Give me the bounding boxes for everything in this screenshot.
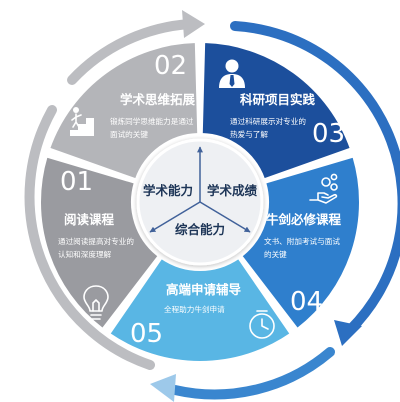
lightbulb-icon: [83, 285, 109, 320]
segment-description-line: 的关键: [264, 249, 287, 259]
segment-title: 牛剑必修课程: [266, 212, 342, 227]
segment-number: 04: [290, 287, 323, 317]
outer-ring-top-left-arc: [67, 19, 195, 85]
clock-icon: [249, 310, 275, 339]
center-label-academic-ability: 学术能力: [143, 183, 193, 198]
segment-number: 01: [60, 167, 93, 197]
segment-description-line: 面试的关键: [110, 129, 148, 139]
center-label-academic-grades: 学术成绩: [207, 183, 258, 198]
outer-ring-arrowhead-right: [334, 320, 362, 346]
segment-description-line: 锻炼同学思维能力是通过: [110, 116, 194, 126]
professional-person-icon: [219, 59, 245, 88]
segment-title: 阅读课程: [64, 212, 115, 227]
outer-ring-left-arc: [24, 105, 155, 370]
hand-gears-icon: [309, 173, 338, 204]
center-arrow-right: [199, 201, 251, 233]
segment-title: 科研项目实践: [240, 92, 316, 107]
segment-description-line: 认知和深度理解: [58, 249, 112, 259]
growth-stairs-icon: [70, 107, 94, 136]
segment-02-wedge: [47, 41, 200, 181]
segment-description-line: 通过阅读提高对专业的: [58, 236, 134, 246]
outer-ring-arrowhead-top: [182, 10, 205, 38]
segment-05-wedge: [107, 256, 293, 363]
outer-ring-right-arc: [230, 21, 400, 335]
segment-description-line: 全程助力牛剑申请: [164, 304, 225, 314]
segment-title: 学术思维拓展: [120, 92, 196, 107]
segment-description-line: 文书、附加考试与面试: [264, 236, 340, 246]
segment-description-line: 通过科研展示对专业的: [230, 116, 306, 126]
center-label-overall-ability: 综合能力: [175, 222, 225, 237]
segment-number: 02: [154, 51, 187, 81]
outer-cycle-ring: [24, 10, 400, 402]
segment-description-line: 热爱与了解: [230, 129, 268, 139]
segment-number: 03: [312, 119, 345, 149]
center-arrow-left: [149, 201, 201, 233]
segment-number: 05: [130, 319, 163, 349]
outer-ring-bottom-arc: [170, 347, 335, 400]
center-hub: 学术能力 学术成绩 综合能力: [136, 138, 264, 266]
segment-title: 高端申请辅导: [166, 282, 242, 297]
segment-01-wedge: [39, 155, 161, 331]
outer-ring-arrowhead-bottom: [150, 374, 176, 402]
